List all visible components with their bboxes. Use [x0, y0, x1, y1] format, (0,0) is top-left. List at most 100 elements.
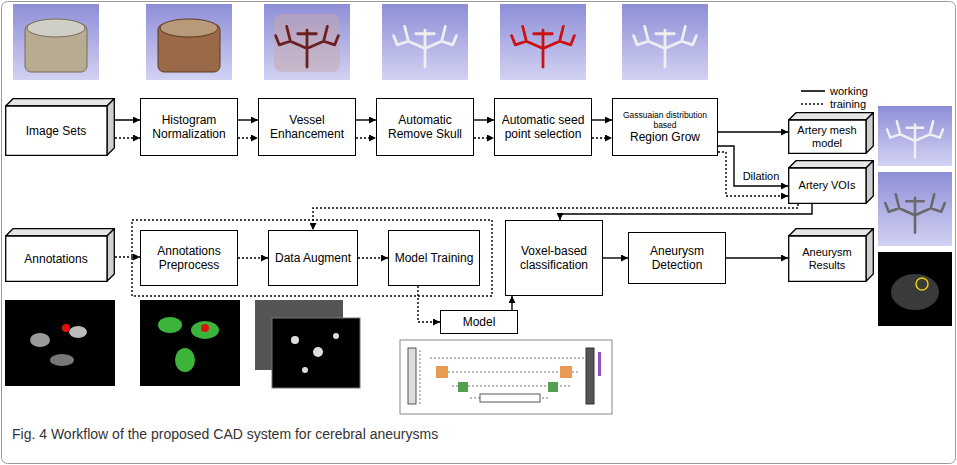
vessel-tree — [276, 26, 339, 67]
cube-face — [789, 120, 866, 153]
box-label: Aneurysm Detection — [634, 244, 720, 273]
network-bottleneck — [480, 394, 540, 402]
vessel-dot — [302, 367, 308, 373]
legend-line — [801, 103, 825, 105]
thumbnail-ground — [622, 4, 708, 80]
training-arrow — [238, 137, 258, 138]
cube-face — [866, 161, 873, 204]
training-arrow — [358, 257, 388, 258]
thumbnail-ground — [382, 4, 468, 80]
vessel-section — [30, 333, 50, 347]
data-cube: Image Sets — [5, 98, 115, 156]
legend-line-sample — [800, 100, 826, 108]
box-label: Model — [463, 315, 496, 329]
network-links — [412, 350, 590, 404]
head-volume-top — [27, 19, 85, 37]
box-label: Automatic Remove Skull — [382, 113, 468, 142]
working-arrow — [726, 257, 788, 258]
artery-mask — [191, 321, 219, 339]
vessel-tree-seeds — [512, 26, 575, 67]
cube-face — [789, 113, 874, 120]
box-label: Vessel Enhancement — [264, 113, 350, 142]
cube-face — [789, 236, 866, 281]
aneurysm-annotation — [62, 324, 70, 332]
aneurysm-marker — [916, 278, 928, 290]
vessel-dot — [333, 333, 339, 339]
network-block — [560, 366, 572, 378]
legend-text: training — [830, 98, 866, 110]
training-arrow — [418, 286, 440, 322]
working-arrow — [592, 119, 612, 120]
thumbnail-ground — [146, 4, 232, 80]
working-arrow — [238, 119, 258, 120]
box-label: Image Sets — [26, 124, 87, 138]
cube-face — [107, 229, 114, 282]
vessel-section — [69, 326, 87, 338]
thumbnail-ground — [13, 4, 99, 80]
working-arrow — [603, 257, 628, 258]
box-label: Annotations Preprocess — [146, 244, 232, 273]
working-arrow — [718, 131, 788, 132]
cube-face — [789, 229, 874, 236]
cube-face — [789, 161, 874, 168]
thumbnail-ground — [500, 4, 586, 80]
artery-mask — [158, 317, 182, 333]
network-block — [458, 382, 468, 392]
vessel-tree — [634, 26, 697, 67]
artery-mesh — [887, 121, 943, 157]
thumbnail-ground — [878, 106, 952, 166]
legend-text: working — [830, 85, 868, 97]
artery-vois — [885, 194, 945, 233]
box-label: Aneurysm Results — [792, 246, 862, 272]
network-block — [436, 366, 448, 378]
artery-mask — [175, 348, 195, 372]
training-arrow — [474, 137, 494, 138]
vessel-dot — [313, 347, 323, 357]
result-slice — [878, 252, 952, 326]
process-box: Data Augment — [268, 230, 358, 286]
training-arrow — [718, 152, 788, 196]
vessel-section — [50, 354, 74, 366]
data-cube: Artery VOIs — [788, 160, 874, 204]
cube-face — [6, 236, 107, 281]
process-box: Model — [440, 310, 518, 334]
working-arrow — [560, 204, 812, 220]
head-volume-top — [160, 19, 218, 37]
process-box: Automatic Remove Skull — [376, 98, 474, 156]
cube-face — [6, 229, 115, 236]
vessel-tree — [394, 26, 457, 67]
cube-face — [6, 106, 107, 155]
mri-slice — [5, 300, 115, 386]
network-output — [598, 352, 601, 376]
process-box: Voxel-based classification — [505, 220, 603, 296]
box-label: Gassuaian distribution based — [618, 110, 712, 130]
training-arrow — [592, 137, 612, 138]
cube-face — [789, 168, 866, 203]
box-label: Region Grow — [630, 130, 700, 144]
cube-face — [866, 113, 873, 154]
box-label: Artery VOIs — [799, 179, 856, 192]
working-arrow — [718, 146, 788, 186]
thumbnail-ground — [878, 172, 952, 246]
box-label: Data Augment — [275, 251, 351, 265]
box-label: Voxel-based classification — [511, 244, 597, 273]
box-label: Automatic seed point selection — [500, 113, 586, 142]
network-figure — [400, 340, 612, 414]
legend-item: training — [800, 97, 868, 110]
working-arrow — [356, 119, 376, 120]
training-arrow — [238, 257, 268, 258]
legend-line-sample — [800, 87, 826, 95]
edge-label: Dilation — [741, 170, 782, 182]
process-box: Gassuaian distribution basedRegion Grow — [612, 98, 718, 156]
process-box: Annotations Preprocess — [140, 230, 238, 286]
aneurysm-mask — [201, 324, 209, 332]
data-cube: Artery mesh model — [788, 112, 874, 154]
process-box: Automatic seed point selection — [494, 98, 592, 156]
cube-face — [6, 99, 115, 106]
data-cube: Annotations — [5, 228, 115, 282]
working-arrow — [474, 119, 494, 120]
thumbnail-ground — [264, 4, 350, 80]
cube-face — [107, 99, 114, 156]
legend-line — [801, 90, 825, 92]
